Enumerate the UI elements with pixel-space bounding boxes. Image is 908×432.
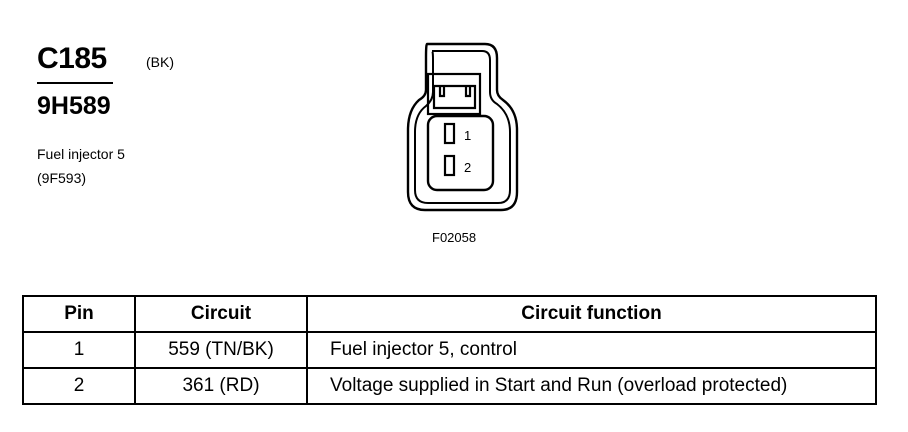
table-row: 1 559 (TN/BK) Fuel injector 5, control: [22, 331, 877, 369]
connector-outer-housing: [406, 42, 519, 212]
figure-reference: F02058: [432, 230, 477, 245]
locking-tab-outline: [426, 72, 482, 116]
table-row: 2 361 (RD) Voltage supplied in Start and…: [22, 367, 877, 405]
terminal-cavity-block: [426, 114, 495, 192]
component-part-number: (9F593): [37, 170, 87, 186]
header-circuit: Circuit: [134, 295, 308, 333]
connector-inner-housing: [414, 50, 511, 204]
cell-circuit: 559 (TN/BK): [134, 331, 308, 369]
pin-2-label: 2: [464, 160, 471, 175]
connector-id-underline: [37, 82, 113, 84]
header-pin: Pin: [22, 295, 136, 333]
pin-2-slot: [443, 154, 456, 177]
cell-circuit-function: Fuel injector 5, control: [306, 331, 877, 369]
table-header-row: Pin Circuit Circuit function: [22, 295, 877, 333]
cell-pin: 1: [22, 331, 136, 369]
cell-pin: 2: [22, 367, 136, 405]
locking-tab: [432, 84, 477, 110]
pin-1-label: 1: [464, 128, 471, 143]
cell-circuit: 361 (RD): [134, 367, 308, 405]
connector-color-code: (BK): [146, 54, 174, 70]
pin-table: Pin Circuit Circuit function 1 559 (TN/B…: [22, 295, 877, 405]
connector-face-diagram: 1 2: [406, 42, 519, 212]
pin-1-slot: [443, 122, 456, 145]
component-name: Fuel injector 5: [37, 146, 125, 162]
connector-id: C185: [37, 42, 107, 75]
header-circuit-function: Circuit function: [306, 295, 877, 333]
cell-circuit-function: Voltage supplied in Start and Run (overl…: [306, 367, 877, 405]
harness-part-number: 9H589: [37, 92, 111, 120]
